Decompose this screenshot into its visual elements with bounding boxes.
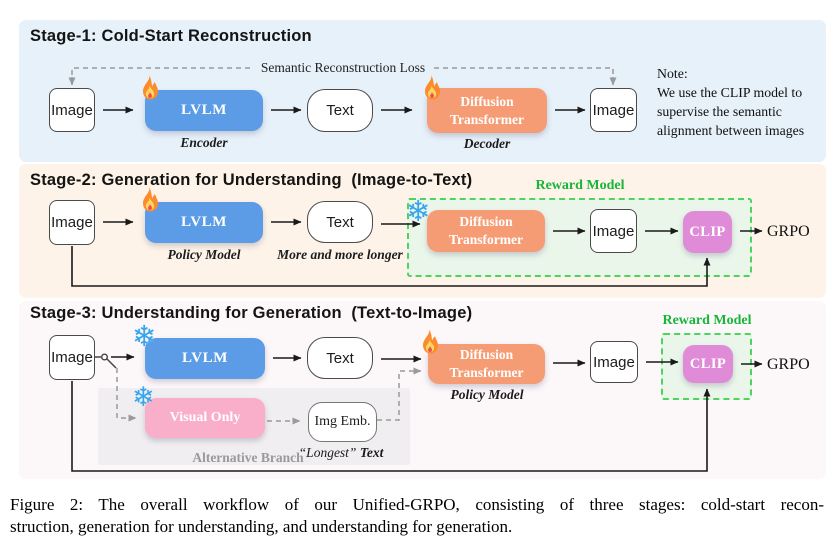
visual-only-box: Visual Only (145, 398, 265, 438)
stage1-text-box: Text (307, 89, 373, 132)
figure-caption: Figure 2: The overall workflow of our Un… (10, 494, 824, 538)
more-and-more-longer-label: More and more longer (277, 247, 403, 262)
stage2-input-image-box: Image (49, 200, 95, 245)
stage3-policy-model-label: Policy Model (450, 387, 524, 402)
stage3-clip-box: CLIP (683, 345, 733, 383)
stage1-title: Stage-1: Cold-Start Reconstruction (30, 27, 312, 45)
stage2-text-box: Text (307, 201, 373, 243)
stage3-title: Stage-3: Understanding for Generation (T… (30, 304, 473, 322)
stage2-reward-model-label: Reward Model (535, 178, 625, 193)
note-title: Note: (657, 66, 688, 81)
stage2-clip-box: CLIP (683, 211, 732, 253)
semantic-reconstruction-loss-label: Semantic Reconstruction Loss (253, 60, 433, 76)
snowflake-icon: ❄ (406, 194, 431, 228)
note-line: We use the CLIP model to (657, 85, 803, 100)
longest-text-label: “Longest” Text (298, 445, 384, 460)
fire-icon (416, 74, 446, 108)
stage3-generated-image-box: Image (590, 341, 638, 383)
note-line: alignment between images (657, 123, 805, 138)
img-emb-box: Img Emb. (308, 402, 377, 442)
stage1-output-image-box: Image (590, 88, 637, 132)
stage2-grpo-label: GRPO (767, 223, 810, 240)
note-line: supervise the semantic (657, 104, 782, 119)
fire-icon (134, 186, 164, 220)
stage2-lvlm-box: LVLM (145, 202, 263, 243)
stage2-generated-image-box: Image (590, 209, 637, 253)
fire-icon (134, 74, 164, 108)
stage3-input-image-box: Image (49, 335, 95, 380)
encoder-label: Encoder (180, 135, 228, 150)
decoder-label: Decoder (463, 136, 511, 151)
caption-line: Figure 2: The overall workflow of our Un… (10, 495, 824, 514)
stage3-grpo-label: GRPO (767, 356, 810, 373)
fire-icon (414, 328, 444, 362)
stage3-lvlm-box: LVLM (145, 338, 265, 379)
policy-model-label: Policy Model (167, 247, 241, 262)
caption-line: struction, generation for understanding,… (10, 517, 513, 536)
stage3-reward-model-label: Reward Model (662, 313, 752, 328)
stage1-note: Note: We use the CLIP model to supervise… (657, 64, 829, 140)
snowflake-icon: ❄ (132, 382, 155, 413)
stage1-input-image-box: Image (49, 88, 95, 132)
snowflake-icon: ❄ (132, 319, 157, 353)
stage1-lvlm-box: LVLM (145, 90, 263, 131)
stage2-title: Stage-2: Generation for Understanding (I… (30, 171, 473, 189)
alternative-branch-label: Alternative Branch (192, 450, 304, 465)
stage3-text-box: Text (307, 337, 373, 379)
